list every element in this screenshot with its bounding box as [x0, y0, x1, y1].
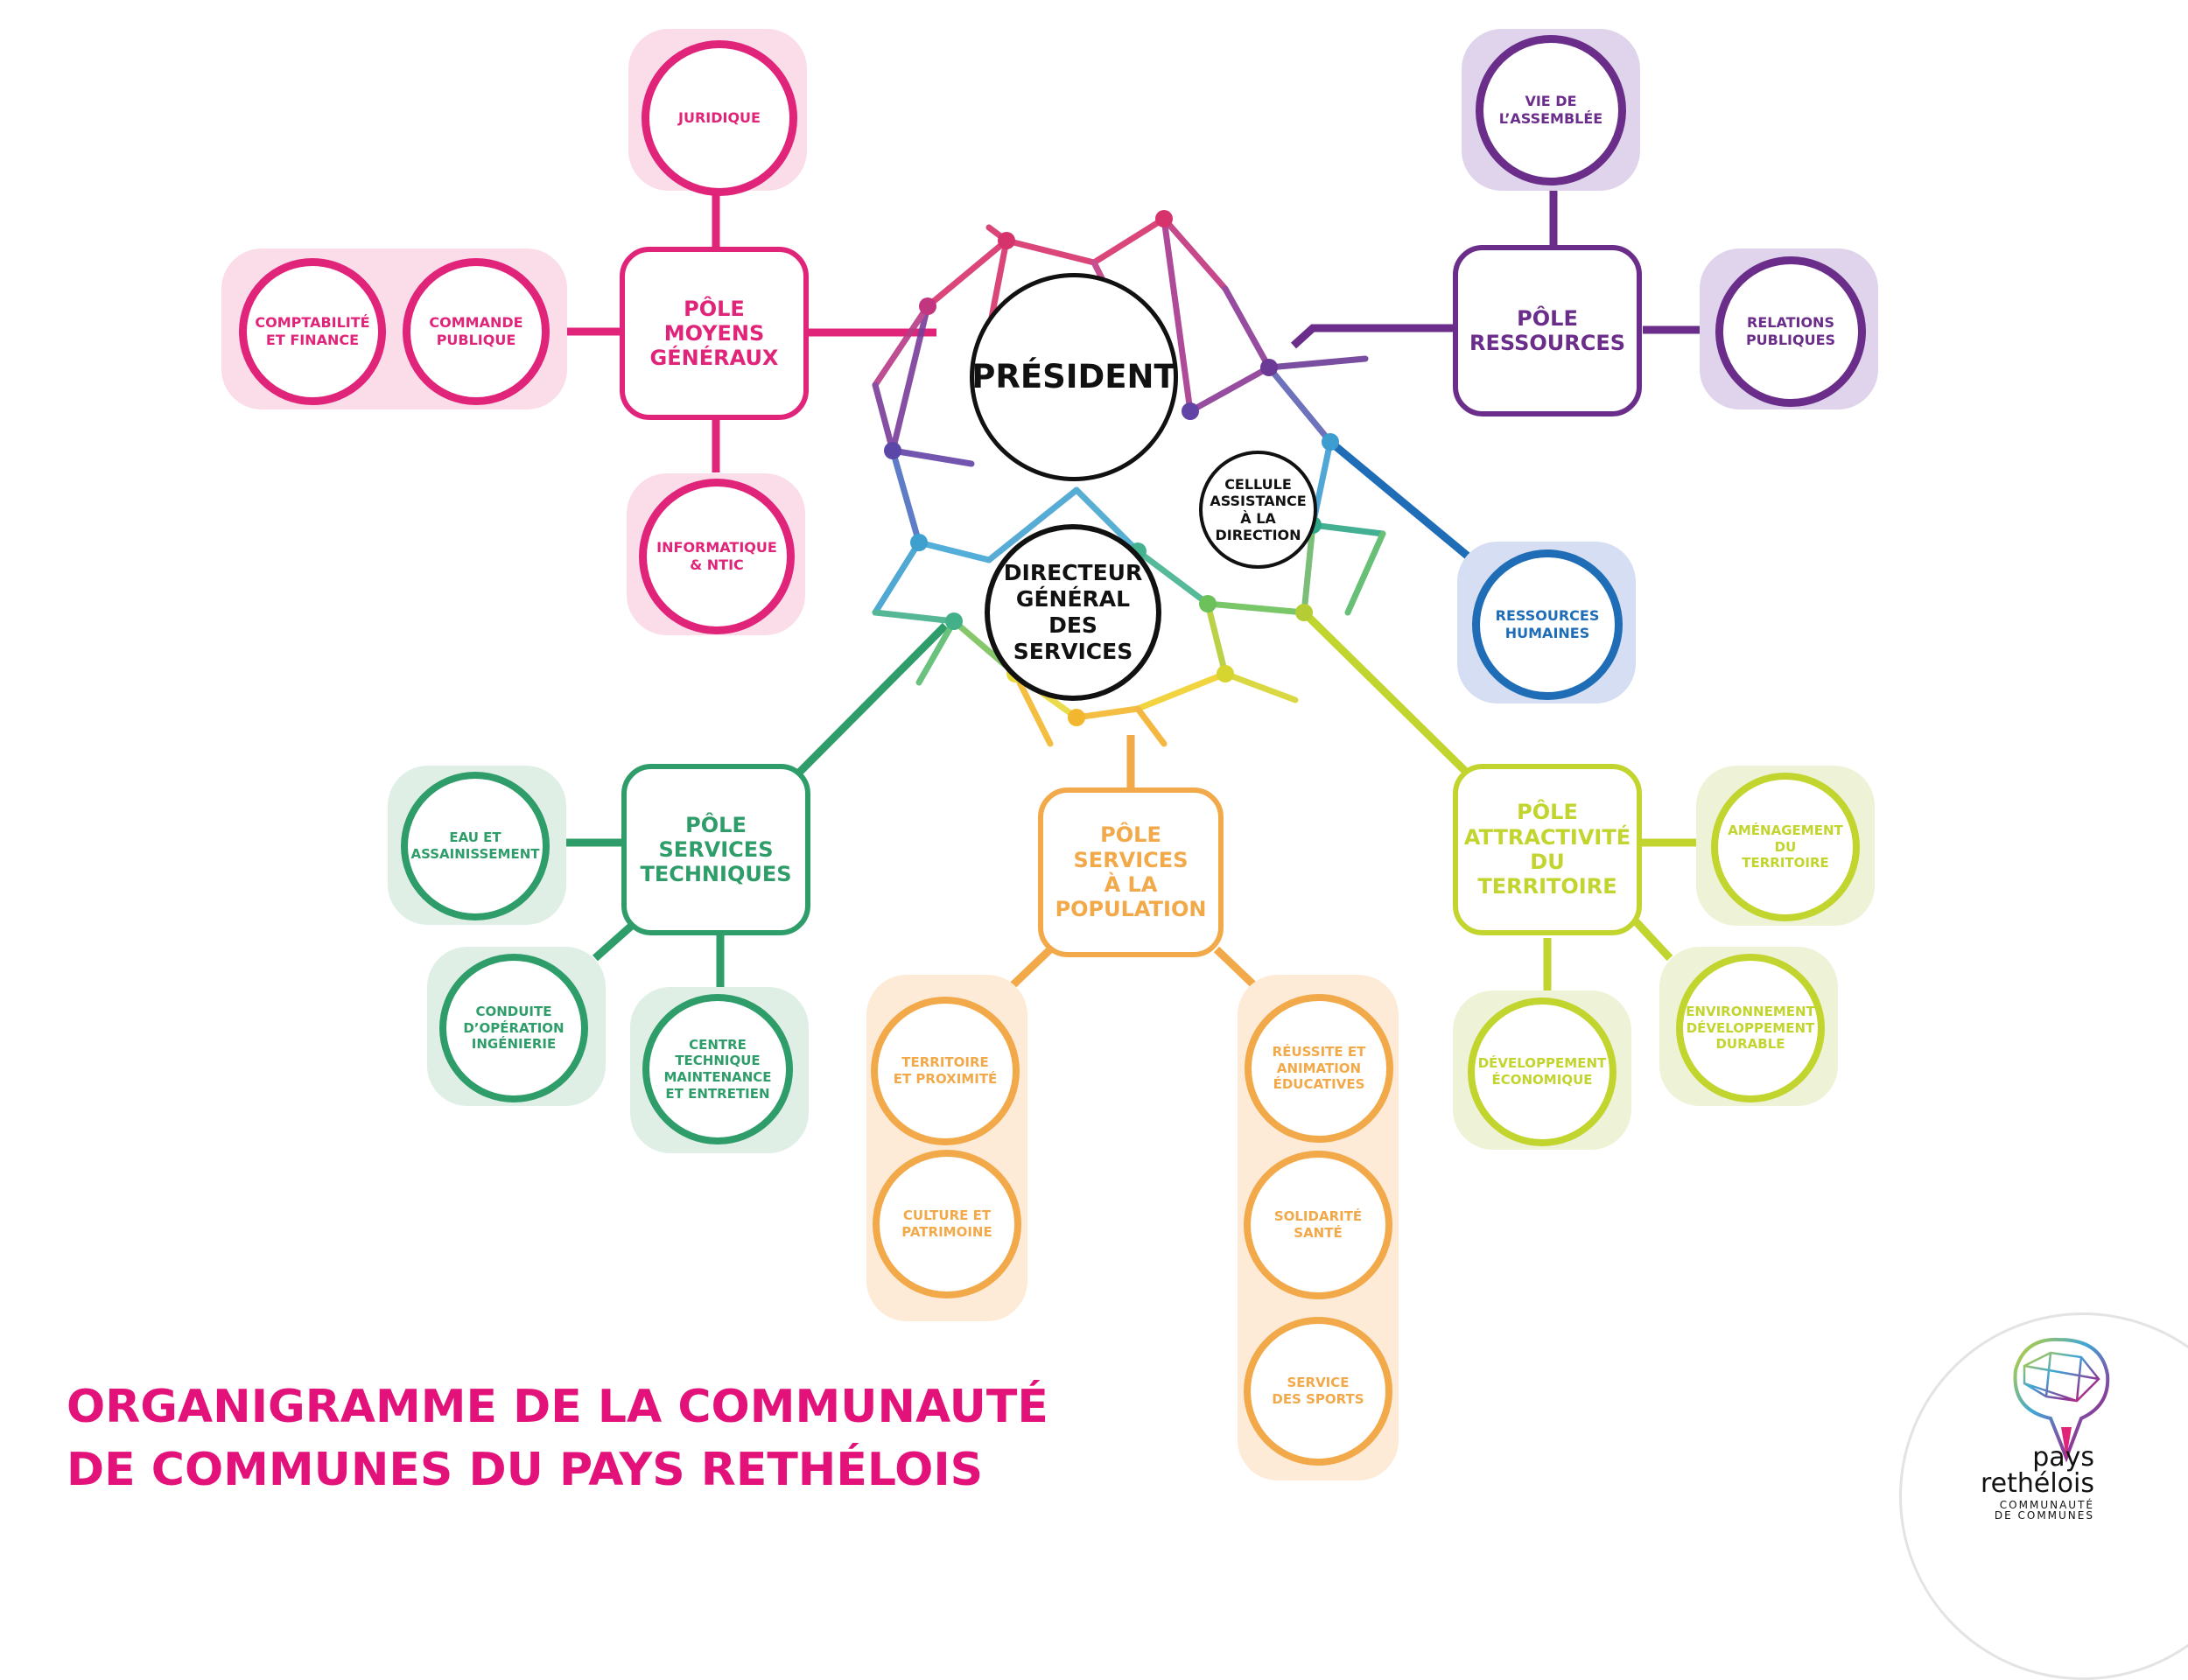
dgs-node: DIRECTEUR GÉNÉRAL DES SERVICES	[985, 524, 1161, 701]
pole-services-population: PÔLE SERVICES À LA POPULATION	[1038, 788, 1224, 957]
unit-informatique: INFORMATIQUE & NTIC	[639, 479, 795, 634]
unit-culture-patrimoine: CULTURE ET PATRIMOINE	[873, 1150, 1021, 1298]
pole-attractivite-territoire: PÔLE ATTRACTIVITÉ DU TERRITOIRE	[1453, 764, 1642, 935]
logo-line2: rethélois	[1980, 1468, 2094, 1499]
unit-territoire-proximite: TERRITOIRE ET PROXIMITÉ	[871, 997, 1020, 1145]
unit-service-sports: SERVICE DES SPORTS	[1244, 1317, 1392, 1466]
president-node: PRÉSIDENT	[970, 273, 1178, 481]
unit-comptabilite: COMPTABILITÉ ET FINANCE	[239, 258, 386, 405]
pole-ressources: PÔLE RESSOURCES	[1453, 245, 1642, 416]
unit-conduite-operation: CONDUITE D’OPÉRATION INGÉNIERIE	[439, 954, 588, 1102]
logo-brain-icon	[2013, 1337, 2110, 1462]
logo-line3: COMMUNAUTÉ	[1999, 1499, 2094, 1511]
cellule-node: CELLULE ASSISTANCE À LA DIRECTION	[1199, 451, 1317, 569]
unit-juridique: JURIDIQUE	[642, 40, 797, 196]
unit-reussite-educatives: RÉUSSITE ET ANIMATION ÉDUCATIVES	[1245, 994, 1393, 1143]
page-title: ORGANIGRAMME DE LA COMMUNAUTÉ DE COMMUNE…	[67, 1381, 1048, 1496]
unit-amenagement-territoire: AMÉNAGEMENT DU TERRITOIRE	[1711, 773, 1860, 921]
logo-line1: pays	[2032, 1442, 2094, 1473]
pole-moyens-generaux: PÔLE MOYENS GÉNÉRAUX	[620, 247, 809, 420]
unit-relations-publiques: RELATIONS PUBLIQUES	[1715, 256, 1866, 407]
connector-lines	[543, 191, 1714, 991]
unit-ressources-humaines: RESSOURCES HUMAINES	[1472, 550, 1623, 700]
logo-line4: DE COMMUNES	[1994, 1509, 2094, 1522]
unit-eau-assainissement: EAU ET ASSAINISSEMENT	[401, 772, 550, 920]
unit-vie-assemblee: VIE DE L’ASSEMBLÉE	[1476, 35, 1626, 186]
unit-centre-technique: CENTRE TECHNIQUE MAINTENANCE ET ENTRETIE…	[642, 994, 793, 1144]
unit-solidarite-sante: SOLIDARITÉ SANTÉ	[1244, 1151, 1392, 1299]
unit-environnement-durable: ENVIRONNEMENT DÉVELOPPEMENT DURABLE	[1676, 954, 1825, 1102]
unit-commande-publique: COMMANDE PUBLIQUE	[403, 258, 550, 405]
pole-services-techniques: PÔLE SERVICES TECHNIQUES	[621, 764, 810, 935]
unit-developpement-economique: DÉVELOPPEMENT ÉCONOMIQUE	[1468, 998, 1616, 1146]
